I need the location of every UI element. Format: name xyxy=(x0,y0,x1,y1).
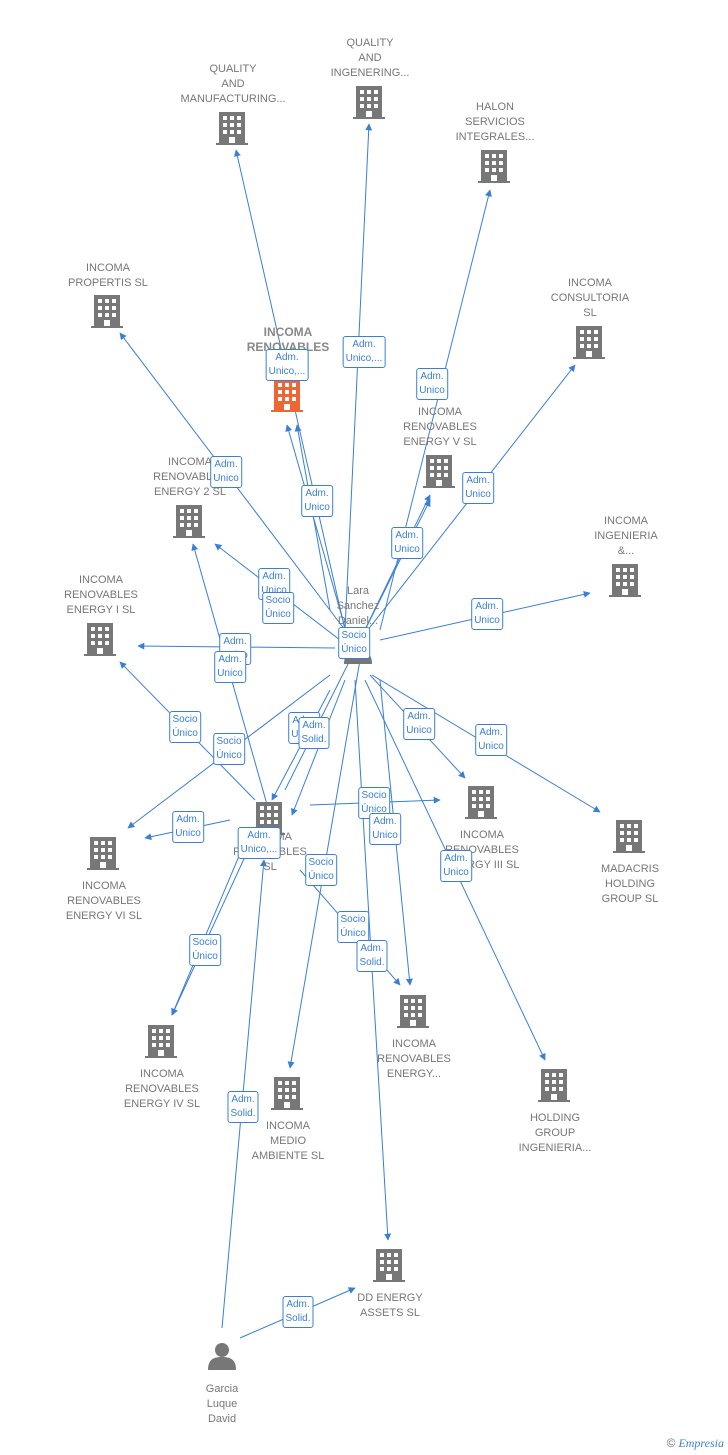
role-label-28[interactable]: Adm. Solid. xyxy=(282,1296,314,1328)
role-label-26[interactable]: Socio Único xyxy=(305,854,337,886)
building-icon-energy5[interactable] xyxy=(423,455,455,488)
role-label-8[interactable]: Adm. Unico xyxy=(471,598,503,630)
role-label-12[interactable]: Adm. Unico xyxy=(214,651,246,683)
building-icon-quality_ing[interactable] xyxy=(353,86,385,119)
edge-9 xyxy=(285,424,351,646)
building-icon-consultoria[interactable] xyxy=(573,326,605,359)
building-icon-energy6[interactable] xyxy=(87,837,119,870)
node-label-lara[interactable]: Lara Sanchez Daniel... xyxy=(336,585,380,627)
role-label-22[interactable]: Adm. Unico xyxy=(369,813,401,845)
role-label-25[interactable]: Socio Único xyxy=(337,911,369,943)
role-label-4[interactable]: Adm. Unico xyxy=(462,472,494,504)
node-label-medio[interactable]: INCOMA MEDIO AMBIENTE SL xyxy=(251,1120,325,1162)
node-label-energy4[interactable]: INCOMA RENOVABLES ENERGY IV SL xyxy=(123,1068,201,1110)
role-label-1[interactable]: Adm. Unico,... xyxy=(342,336,386,368)
role-label-24[interactable]: Adm. Unico,... xyxy=(237,827,281,859)
node-label-propertis[interactable]: INCOMA PROPERTIS SL xyxy=(68,262,148,289)
person-icon-garcia[interactable] xyxy=(208,1343,236,1370)
role-label-5[interactable]: Adm. Unico xyxy=(301,485,333,517)
node-label-energy1[interactable]: INCOMA RENOVABLES ENERGY I SL xyxy=(64,574,138,616)
node-label-consultoria[interactable]: INCOMA CONSULTORIA SL xyxy=(550,277,630,319)
role-label-20[interactable]: Adm. Unico xyxy=(172,811,204,843)
building-icon-dd[interactable] xyxy=(373,1249,405,1282)
building-icon-medio[interactable] xyxy=(271,1077,303,1110)
node-label-ingenieria[interactable]: INCOMA INGENIERIA &... xyxy=(594,515,658,557)
node-label-quality_man[interactable]: QUALITY AND MANUFACTURING... xyxy=(180,63,286,105)
building-icon-quality_man[interactable] xyxy=(216,112,248,145)
role-label-0[interactable]: Adm. Unico,... xyxy=(265,349,309,381)
role-label-21[interactable]: Socio Único xyxy=(189,934,221,966)
role-label-2[interactable]: Adm. Unico xyxy=(416,368,448,400)
building-icon-propertis[interactable] xyxy=(91,295,123,328)
building-icon-energy3[interactable] xyxy=(465,786,497,819)
role-label-16[interactable]: Adm. Solid. xyxy=(298,717,330,749)
role-label-9[interactable]: Socio Único xyxy=(262,592,294,624)
role-label-6[interactable]: Adm. Unico xyxy=(391,527,423,559)
building-icon-energy2[interactable] xyxy=(173,505,205,538)
role-label-3[interactable]: Adm. Unico xyxy=(210,456,242,488)
edge-21 xyxy=(171,829,251,1016)
node-label-madacris[interactable]: MADACRIS HOLDING GROUP SL xyxy=(600,863,660,905)
building-icon-holding[interactable] xyxy=(538,1069,570,1102)
brand-footer: © Empresia xyxy=(667,1436,724,1451)
node-label-energy6[interactable]: INCOMA RENOVABLES ENERGY VI SL xyxy=(65,880,143,922)
node-label-garcia[interactable]: Garcia Luque David xyxy=(205,1383,239,1425)
building-icon-renov_energy[interactable] xyxy=(397,995,429,1028)
role-label-29[interactable]: Adm. Solid. xyxy=(227,1091,259,1123)
building-icon-ingenieria[interactable] xyxy=(609,564,641,597)
role-label-27[interactable]: Adm. Solid. xyxy=(356,940,388,972)
copyright-icon: © xyxy=(666,1436,676,1450)
brand-logo: Empresia xyxy=(678,1436,724,1450)
role-label-18[interactable]: Adm. Unico xyxy=(475,724,507,756)
node-label-halon[interactable]: HALON SERVICIOS INTEGRALES... xyxy=(455,101,535,143)
role-label-23[interactable]: Adm. Unico xyxy=(440,850,472,882)
building-icon-energy4[interactable] xyxy=(145,1025,177,1058)
role-label-17[interactable]: Adm. Unico xyxy=(403,708,435,740)
node-label-quality_ing[interactable]: QUALITY AND INGENERING... xyxy=(330,37,410,79)
node-label-renov_energy[interactable]: INCOMA RENOVABLES ENERGY... xyxy=(377,1038,451,1080)
node-label-energy2[interactable]: INCOMA RENOVABLES ENERGY 2 SL xyxy=(153,456,227,498)
building-icon-energy1[interactable] xyxy=(84,623,116,656)
node-label-energy5[interactable]: INCOMA RENOVABLES ENERGY V SL xyxy=(403,406,477,448)
node-label-holding[interactable]: HOLDING GROUP INGENIERIA... xyxy=(518,1112,592,1154)
edge-24 xyxy=(171,834,256,1016)
role-label-11[interactable]: Socio Único xyxy=(338,627,370,659)
role-label-13[interactable]: Socio Único xyxy=(169,711,201,743)
building-icon-halon[interactable] xyxy=(478,150,510,183)
building-icon-madacris[interactable] xyxy=(613,820,645,853)
node-label-dd[interactable]: DD ENERGY ASSETS SL xyxy=(357,1292,423,1319)
building-icon-focus[interactable] xyxy=(271,379,303,412)
role-label-14[interactable]: Socio Único xyxy=(213,733,245,765)
edge-1 xyxy=(344,123,373,631)
